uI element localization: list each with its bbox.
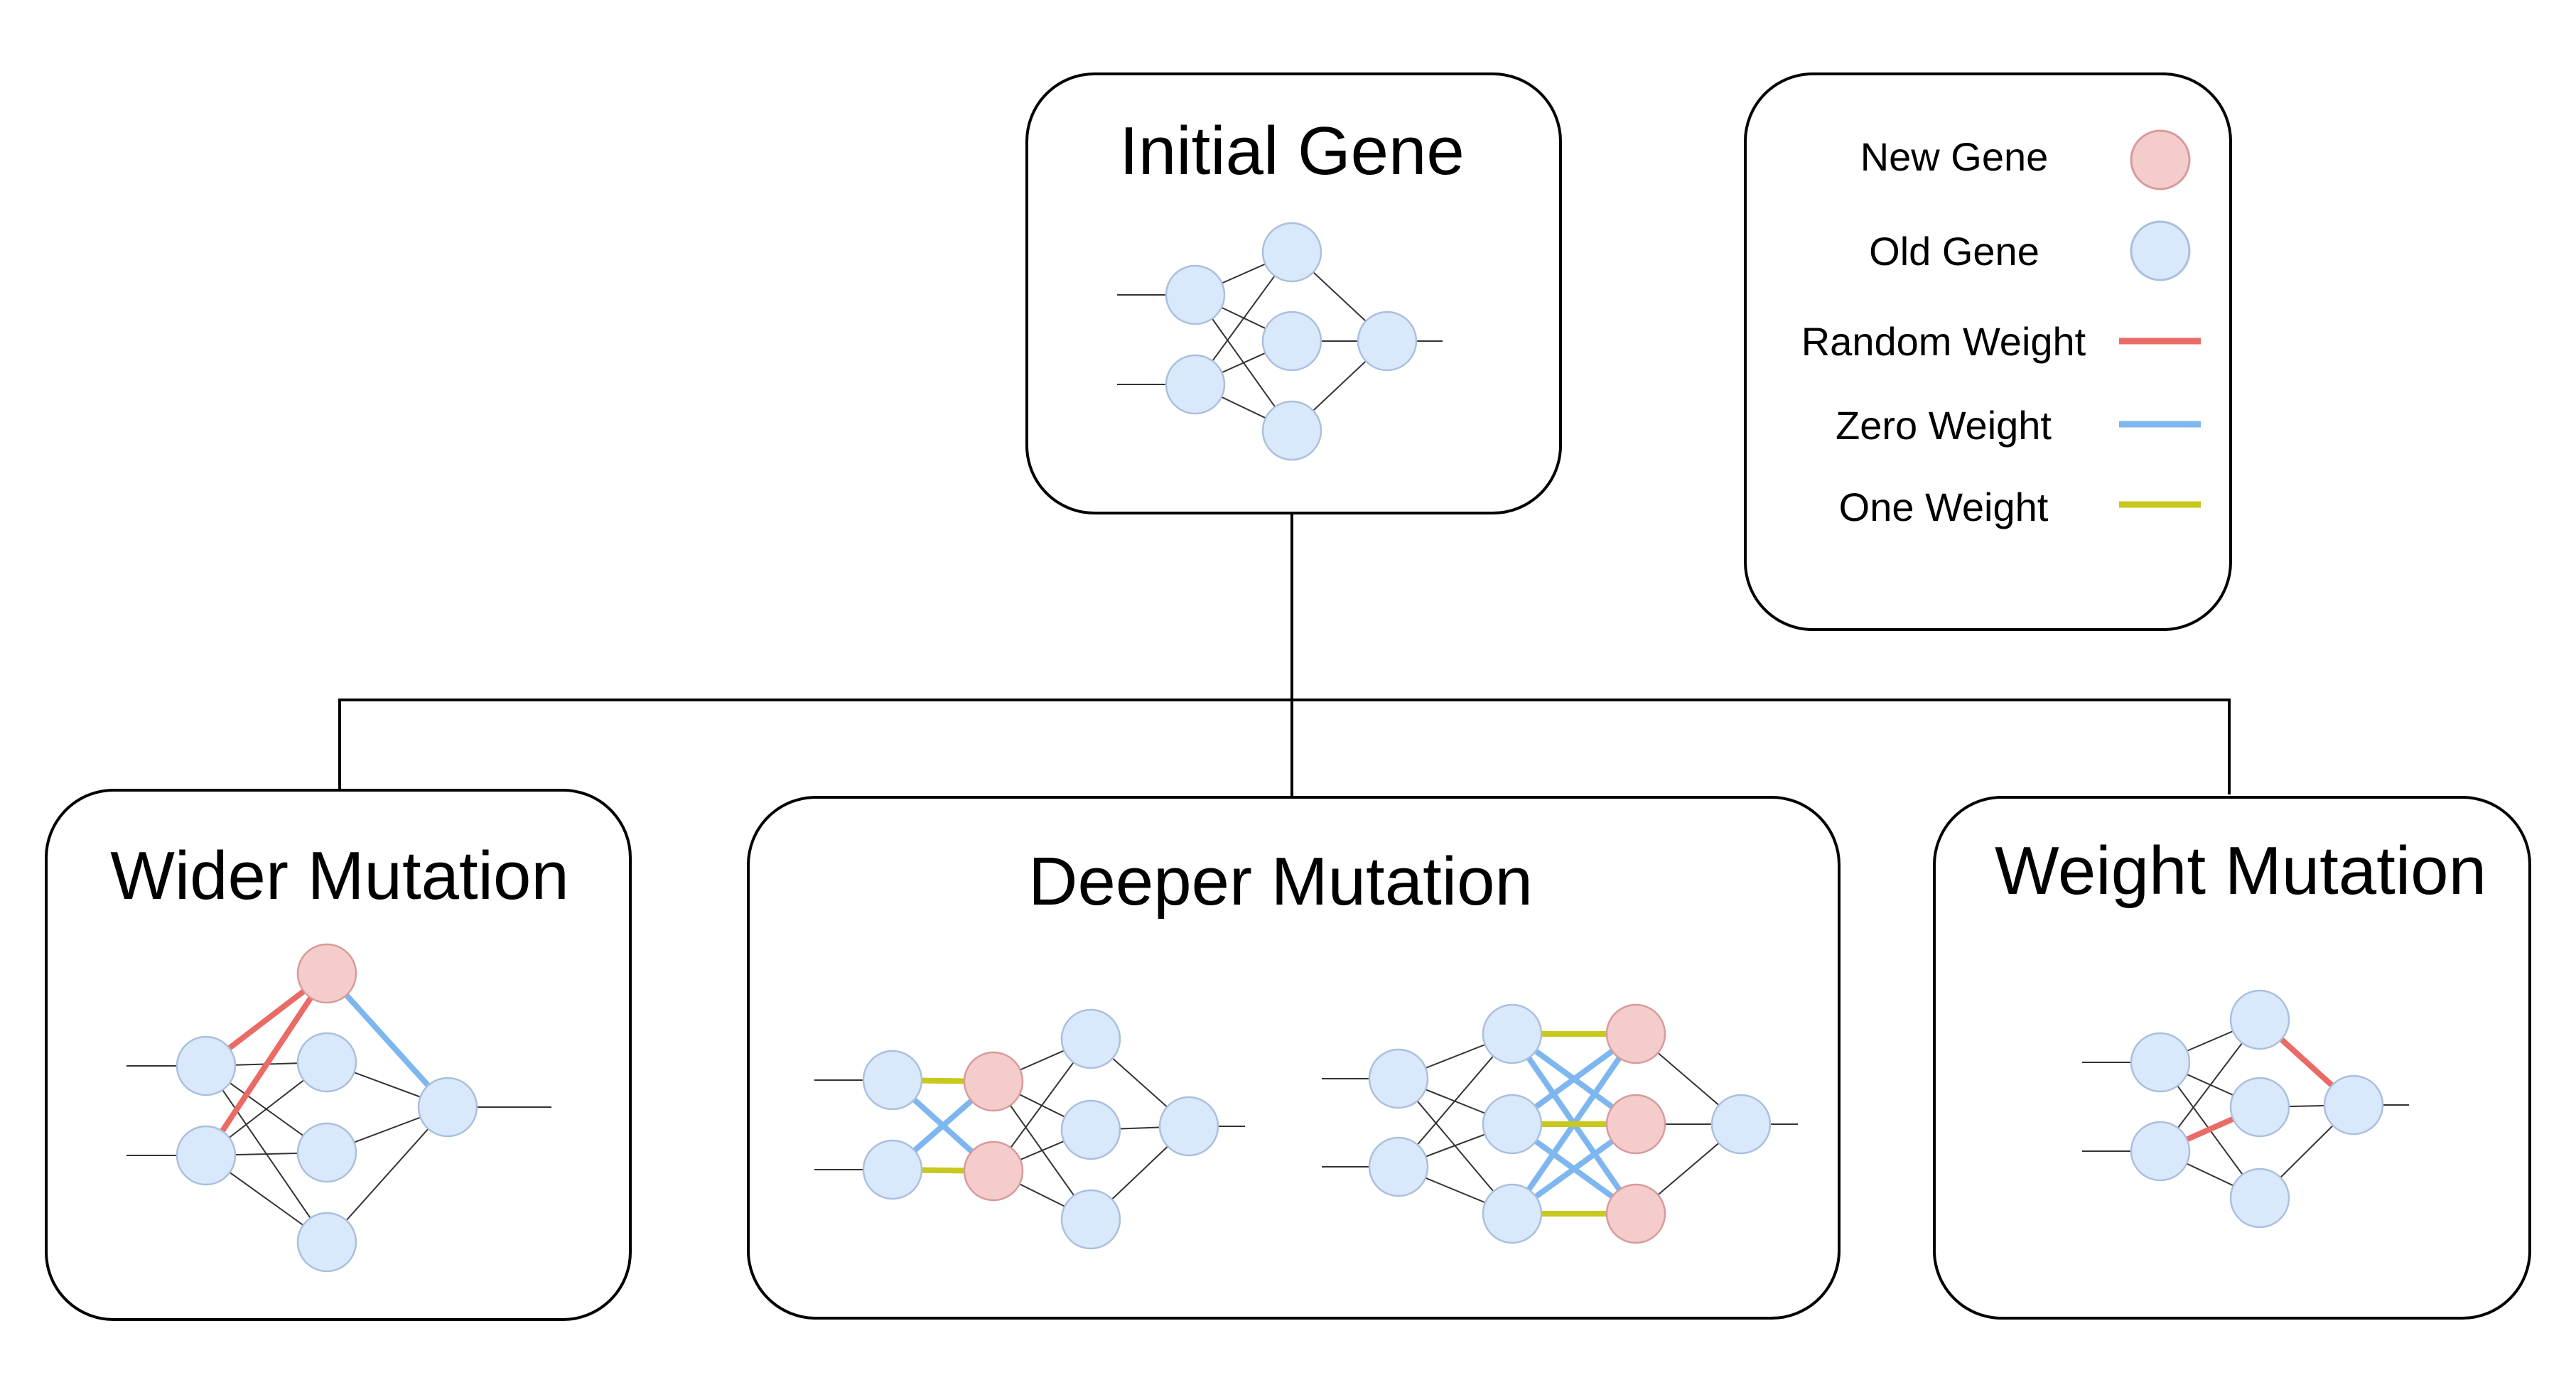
legend-random-weight-label: Random Weight bbox=[1801, 319, 2086, 364]
old-gene-node bbox=[296, 1122, 357, 1183]
old-gene-node bbox=[296, 1032, 357, 1093]
deeper-mutation-title: Deeper Mutation bbox=[1028, 843, 1533, 920]
legend-new-gene-swatch bbox=[2130, 129, 2191, 190]
initial-gene-title: Initial Gene bbox=[1119, 113, 1465, 189]
old-gene-node bbox=[1482, 1094, 1543, 1155]
initial-gene-network bbox=[1117, 222, 1443, 461]
legend-zero-weight-label: Zero Weight bbox=[1836, 403, 2052, 448]
old-gene-node bbox=[862, 1050, 923, 1111]
new-gene-node bbox=[296, 943, 357, 1004]
old-gene-node bbox=[1158, 1096, 1219, 1157]
old-gene-node bbox=[1368, 1136, 1429, 1197]
old-gene-node bbox=[1357, 311, 1418, 372]
new-gene-node bbox=[1605, 1003, 1666, 1064]
old-gene-node bbox=[862, 1139, 923, 1200]
old-gene-node bbox=[1165, 354, 1226, 415]
weight-mutation-title: Weight Mutation bbox=[1995, 833, 2486, 909]
old-gene-node bbox=[1060, 1099, 1121, 1160]
new-gene-node bbox=[1605, 1094, 1666, 1155]
connector-bar bbox=[338, 699, 2231, 794]
deeper-mutation-network-b bbox=[1322, 1003, 1798, 1244]
old-gene-node bbox=[2130, 1121, 2191, 1182]
wider-mutation-title: Wider Mutation bbox=[110, 838, 569, 914]
old-gene-node bbox=[1165, 264, 1226, 325]
weight-mutation-box bbox=[1933, 796, 2531, 1320]
legend: New Gene Old Gene Random Weight Zero Wei… bbox=[1801, 129, 2201, 529]
old-gene-node bbox=[1060, 1008, 1121, 1069]
new-gene-node bbox=[963, 1141, 1024, 1202]
old-gene-node bbox=[176, 1035, 237, 1096]
old-gene-node bbox=[1261, 311, 1322, 372]
deeper-mutation-network-a bbox=[814, 1008, 1245, 1250]
connection-edge bbox=[326, 1106, 448, 1243]
old-gene-node bbox=[1261, 222, 1322, 283]
new-gene-node bbox=[1605, 1183, 1666, 1244]
old-gene-node bbox=[1482, 1183, 1543, 1244]
old-gene-node bbox=[1710, 1094, 1772, 1155]
old-gene-node bbox=[2229, 1077, 2290, 1138]
weight-mutation-network bbox=[2082, 989, 2409, 1229]
old-gene-node bbox=[176, 1125, 237, 1186]
tree-connectors bbox=[338, 513, 2231, 796]
old-gene-node bbox=[2229, 989, 2290, 1050]
initial-gene-box bbox=[1025, 72, 1562, 514]
legend-new-gene-label: New Gene bbox=[1860, 134, 2049, 179]
deeper-mutation-box bbox=[747, 796, 1841, 1320]
wider-mutation-network bbox=[126, 943, 551, 1273]
old-gene-node bbox=[1060, 1189, 1121, 1250]
random-weight-edge bbox=[203, 971, 330, 1158]
old-gene-node bbox=[417, 1077, 478, 1138]
old-gene-node bbox=[2130, 1032, 2191, 1093]
legend-box bbox=[1744, 72, 2232, 631]
old-gene-node bbox=[1261, 400, 1322, 461]
old-gene-node bbox=[1482, 1003, 1543, 1064]
old-gene-node bbox=[2229, 1168, 2290, 1229]
old-gene-node bbox=[1368, 1048, 1429, 1109]
legend-one-weight-label: One Weight bbox=[1839, 485, 2049, 529]
old-gene-node bbox=[2323, 1074, 2384, 1136]
legend-old-gene-label: Old Gene bbox=[1869, 229, 2039, 274]
old-gene-node bbox=[296, 1212, 357, 1273]
new-gene-node bbox=[963, 1051, 1024, 1112]
legend-old-gene-swatch bbox=[2130, 220, 2191, 281]
